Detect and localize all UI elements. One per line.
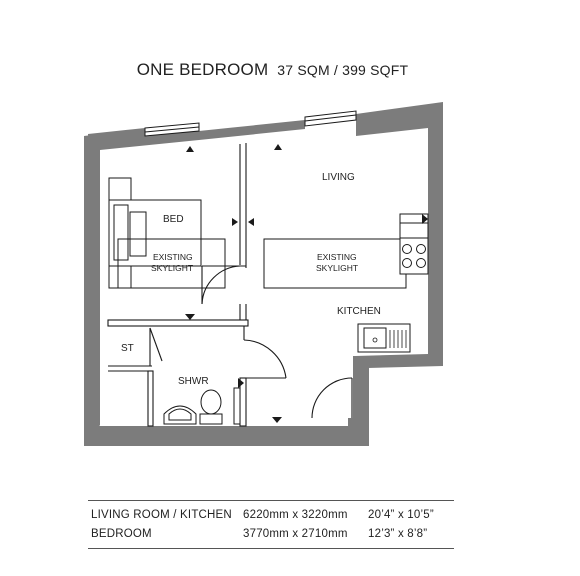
skylight-right-line2: SKYLIGHT bbox=[316, 263, 358, 273]
room-label-bed: BED bbox=[163, 214, 184, 225]
room-label-st: ST bbox=[121, 343, 134, 354]
room-label-shwr: SHWR bbox=[178, 376, 209, 387]
skylight-right-line1: EXISTING bbox=[317, 252, 357, 262]
skylight-left bbox=[117, 238, 226, 289]
window-living bbox=[304, 110, 357, 127]
sink-drainer bbox=[372, 330, 407, 348]
floor-plan: LIVING BED KITCHEN ST SHWR EXISTING SKYL… bbox=[84, 102, 443, 446]
table-top-rule bbox=[88, 500, 454, 501]
interior-walls bbox=[107, 143, 353, 427]
room-label-living: LIVING bbox=[322, 172, 355, 183]
plan-title-area: 37 SQM / 399 SQFT bbox=[277, 62, 409, 78]
shower-tray bbox=[163, 405, 197, 425]
dimension-room: LIVING ROOM / KITCHEN bbox=[91, 509, 232, 521]
skylight-left-line1: EXISTING bbox=[153, 252, 193, 262]
hob bbox=[402, 244, 426, 268]
direction-arrows bbox=[185, 144, 428, 423]
dimension-metric: 3770mm x 2710mm bbox=[243, 528, 348, 540]
exterior-walls bbox=[84, 102, 443, 446]
window-bedroom bbox=[144, 122, 200, 137]
dimension-imperial: 20’4” x 10’5” bbox=[368, 509, 434, 521]
kitchen-units bbox=[357, 213, 429, 353]
dimension-metric: 6220mm x 3220mm bbox=[243, 509, 348, 521]
dimension-room: BEDROOM bbox=[91, 528, 152, 540]
plan-title: ONE BEDROOM 37 SQM / 399 SQFT bbox=[0, 60, 545, 80]
dimension-imperial: 12’3” x 8’8” bbox=[368, 528, 428, 540]
bed bbox=[108, 177, 202, 289]
table-bottom-rule bbox=[88, 548, 454, 549]
bath-panel bbox=[233, 387, 241, 425]
room-label-kitchen: KITCHEN bbox=[337, 306, 381, 317]
toilet bbox=[199, 389, 223, 425]
plan-title-main: ONE BEDROOM bbox=[136, 60, 269, 79]
skylight-left-line2: SKYLIGHT bbox=[151, 263, 193, 273]
